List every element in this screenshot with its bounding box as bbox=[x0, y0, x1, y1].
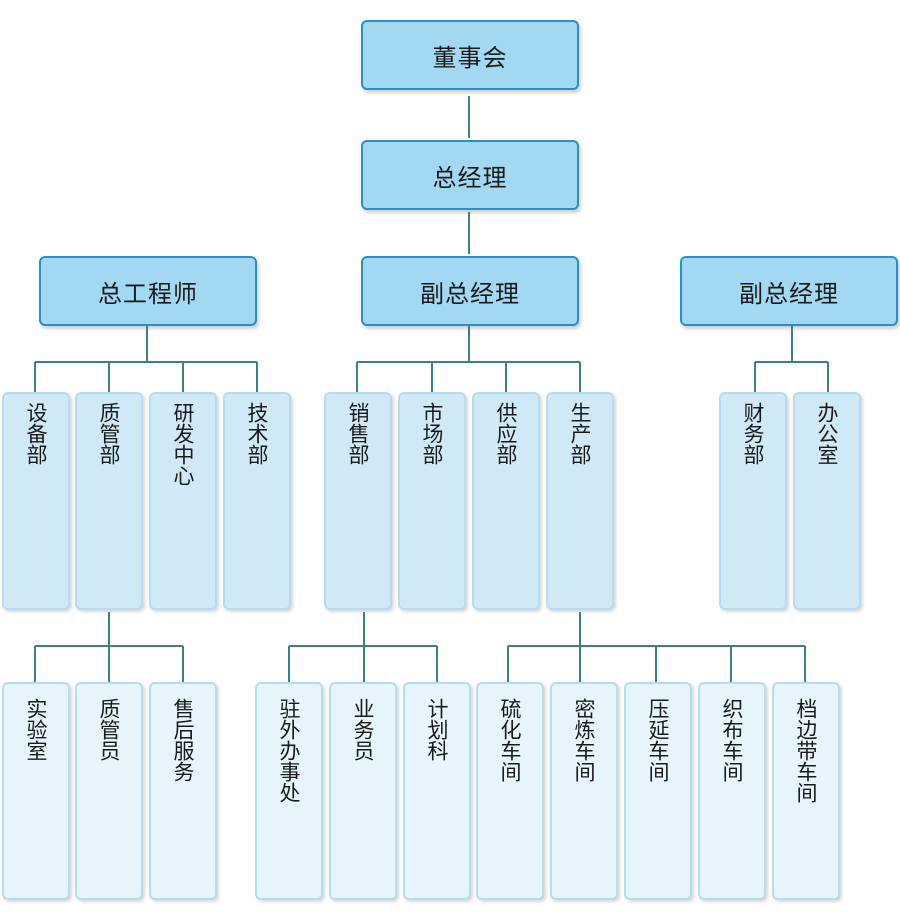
dept-production: 生产部 bbox=[546, 392, 614, 610]
dept-tech-label: 技术部 bbox=[245, 402, 269, 465]
sub-vulcanization-workshop-label: 硫化车间 bbox=[498, 698, 522, 782]
dept-quality-label: 质管部 bbox=[97, 402, 121, 465]
dept-supply: 供应部 bbox=[472, 392, 540, 610]
sub-planning-label: 计划科 bbox=[425, 698, 449, 761]
dept-market: 市场部 bbox=[398, 392, 466, 610]
dept-tech: 技术部 bbox=[223, 392, 291, 610]
deputy-gm-right-label: 副总经理 bbox=[739, 279, 839, 308]
sub-calendering-workshop-label: 压延车间 bbox=[646, 698, 670, 782]
deputy-gm-center-box: 副总经理 bbox=[361, 256, 579, 326]
sub-sales-staff-label: 业务员 bbox=[351, 698, 375, 761]
dept-office-label: 办公室 bbox=[815, 402, 839, 465]
sub-edging-workshop-label: 档边带车间 bbox=[794, 698, 818, 803]
dept-supply-label: 供应部 bbox=[494, 402, 518, 465]
dept-market-label: 市场部 bbox=[420, 402, 444, 465]
deputy-gm-right-box: 副总经理 bbox=[680, 256, 898, 326]
sub-edging-workshop: 档边带车间 bbox=[772, 682, 840, 900]
sub-calendering-workshop: 压延车间 bbox=[624, 682, 692, 900]
sub-sales-staff: 业务员 bbox=[329, 682, 397, 900]
dept-finance: 财务部 bbox=[719, 392, 787, 610]
sub-weaving-workshop: 织布车间 bbox=[698, 682, 766, 900]
board-label: 董事会 bbox=[432, 43, 508, 72]
sub-field-office-label: 驻外办事处 bbox=[277, 698, 301, 803]
sub-weaving-workshop-label: 织布车间 bbox=[720, 698, 744, 782]
sub-mixing-workshop-label: 密炼车间 bbox=[572, 698, 596, 782]
sub-qc-staff-label: 质管员 bbox=[97, 698, 121, 761]
dept-sales-label: 销售部 bbox=[346, 402, 370, 465]
sub-planning: 计划科 bbox=[403, 682, 471, 900]
general-manager-box: 总经理 bbox=[361, 140, 579, 210]
chief-engineer-label: 总工程师 bbox=[98, 279, 198, 308]
dept-rnd-label: 研发中心 bbox=[171, 402, 195, 486]
sub-after-sales: 售后服务 bbox=[149, 682, 217, 900]
sub-mixing-workshop: 密炼车间 bbox=[550, 682, 618, 900]
sub-qc-staff: 质管员 bbox=[75, 682, 143, 900]
dept-rnd: 研发中心 bbox=[149, 392, 217, 610]
dept-quality: 质管部 bbox=[75, 392, 143, 610]
sub-lab-label: 实验室 bbox=[24, 698, 48, 761]
dept-equipment-label: 设备部 bbox=[24, 402, 48, 465]
general-manager-label: 总经理 bbox=[432, 163, 508, 192]
dept-equipment: 设备部 bbox=[2, 392, 70, 610]
board-box: 董事会 bbox=[361, 20, 579, 90]
dept-production-label: 生产部 bbox=[568, 402, 592, 465]
sub-field-office: 驻外办事处 bbox=[255, 682, 323, 900]
sub-vulcanization-workshop: 硫化车间 bbox=[476, 682, 544, 900]
chief-engineer-box: 总工程师 bbox=[39, 256, 257, 326]
deputy-gm-center-label: 副总经理 bbox=[420, 279, 520, 308]
sub-lab: 实验室 bbox=[2, 682, 70, 900]
dept-sales: 销售部 bbox=[324, 392, 392, 610]
dept-office: 办公室 bbox=[793, 392, 861, 610]
sub-after-sales-label: 售后服务 bbox=[171, 698, 195, 782]
dept-finance-label: 财务部 bbox=[741, 402, 765, 465]
